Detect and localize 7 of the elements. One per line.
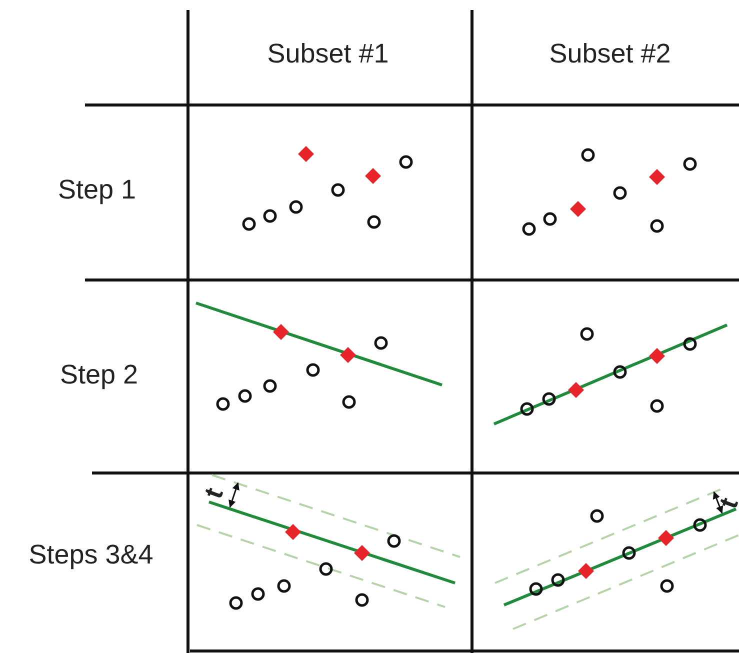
threshold-label: t bbox=[714, 494, 739, 512]
row-header: Steps 3&4 bbox=[28, 542, 154, 568]
threshold-label: t bbox=[200, 484, 228, 502]
row-header: Step 2 bbox=[60, 362, 138, 388]
row-header: Step 1 bbox=[58, 176, 136, 204]
column-header: Subset #2 bbox=[549, 40, 671, 68]
column-header: Subset #1 bbox=[267, 40, 389, 68]
